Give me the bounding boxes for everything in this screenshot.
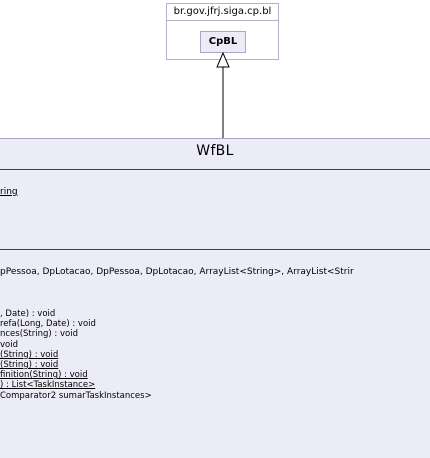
attributes-separator — [0, 249, 430, 250]
constructor-row: pPessoa, DpLotacao, DpPessoa, DpLotacao,… — [0, 267, 354, 277]
header-separator — [0, 169, 430, 170]
method-row: (String) : void — [0, 359, 59, 370]
package-name: br.gov.jfrj.siga.cp.bl — [167, 4, 278, 21]
method-row: nces(String) : void — [0, 329, 78, 340]
method-row: Comparator2 sumarTaskInstances> — [0, 390, 152, 401]
attribute-row: ring — [0, 187, 18, 197]
inheritance-arrow — [216, 51, 230, 139]
method-row: ) : List<TaskInstance> — [0, 380, 96, 391]
class-name: WfBL — [196, 143, 234, 159]
method-row: void — [0, 339, 18, 350]
method-row: (String) : void — [0, 349, 59, 360]
method-row: , Date) : void — [0, 309, 56, 319]
method-row: refa(Long, Date) : void — [0, 319, 96, 330]
package-box[interactable]: br.gov.jfrj.siga.cp.bl CpBL — [166, 3, 279, 60]
class-box[interactable]: WfBL ring pPessoa, DpLotacao, DpPessoa, … — [0, 138, 430, 458]
method-row: finition(String) : void — [0, 370, 88, 381]
